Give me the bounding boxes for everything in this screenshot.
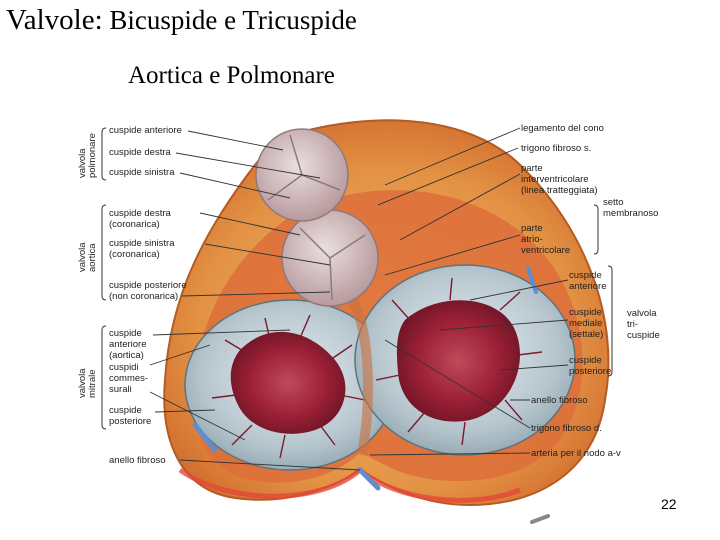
label-pulm-cuspide-anteriore: cuspide anteriore xyxy=(109,125,182,136)
label-trigono-fibroso-d: trigono fibroso d. xyxy=(531,423,602,434)
label-pulm-cuspide-destra: cuspide destra xyxy=(109,147,171,158)
label-aort-cuspide-sinistra: cuspide sinistra(coronarica) xyxy=(109,238,174,260)
label-aort-cuspide-destra: cuspide destra(coronarica) xyxy=(109,208,171,230)
group-valvola-mitrale: valvola mitrale xyxy=(78,368,98,398)
label-pulm-cuspide-sinistra: cuspide sinistra xyxy=(109,167,174,178)
corner-mark xyxy=(532,516,548,522)
label-arteria-nodo-av: arteria per il nodo a-v xyxy=(531,448,621,459)
page-number: 22 xyxy=(661,496,677,512)
group-setto-membranoso: setto membranoso xyxy=(603,197,658,219)
label-legamento-del-cono: legamento del cono xyxy=(521,123,604,134)
group-valvola-aortica: valvola aortica xyxy=(78,242,98,272)
group-valvola-polmonare: valvola polmonare xyxy=(78,133,98,178)
label-trigono-fibroso-s: trigono fibroso s. xyxy=(521,143,591,154)
label-anello-fibroso-left: anello fibroso xyxy=(109,455,166,466)
label-aort-cuspide-posteriore: cuspide posteriore(non coronarica) xyxy=(109,280,187,302)
group-valvola-tricuspide: valvola tri- cuspide xyxy=(627,308,660,341)
label-anello-fibroso-right: anello fibroso xyxy=(531,395,588,406)
